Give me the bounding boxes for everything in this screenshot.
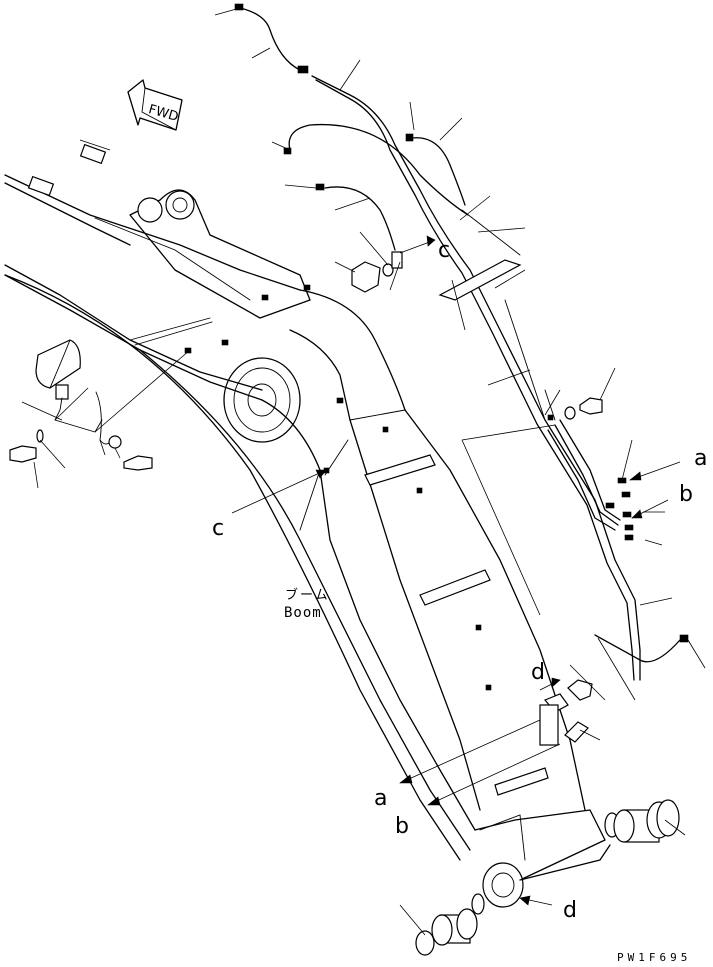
boom-boss xyxy=(223,357,301,443)
d-fittings xyxy=(539,679,593,746)
work-lamp xyxy=(9,339,153,471)
boom-bolts xyxy=(184,284,554,691)
upper-bracket xyxy=(27,143,311,319)
part-label-english: Boom xyxy=(284,605,322,621)
callout-d-upper: d xyxy=(531,660,545,685)
drawing-code: PW1F695 xyxy=(617,951,692,964)
top-fasteners xyxy=(351,251,603,420)
callout-d-lower: d xyxy=(563,898,577,923)
callout-c-right: c xyxy=(438,238,451,263)
part-label-japanese: ブーム xyxy=(285,588,330,603)
leader-lines xyxy=(21,7,706,936)
callout-b-right: b xyxy=(679,482,693,507)
left-bushings xyxy=(415,893,485,956)
callout-a-left: a xyxy=(374,786,388,811)
callout-c-left: c xyxy=(212,516,225,541)
callout-arrows xyxy=(231,235,681,906)
callout-a-right: a xyxy=(694,446,708,471)
fwd-arrow-icon: FWD xyxy=(127,79,183,131)
hydraulic-piping xyxy=(234,3,689,681)
callout-b-left: b xyxy=(395,814,409,839)
right-bushings xyxy=(604,799,680,843)
boom-body xyxy=(4,174,611,908)
